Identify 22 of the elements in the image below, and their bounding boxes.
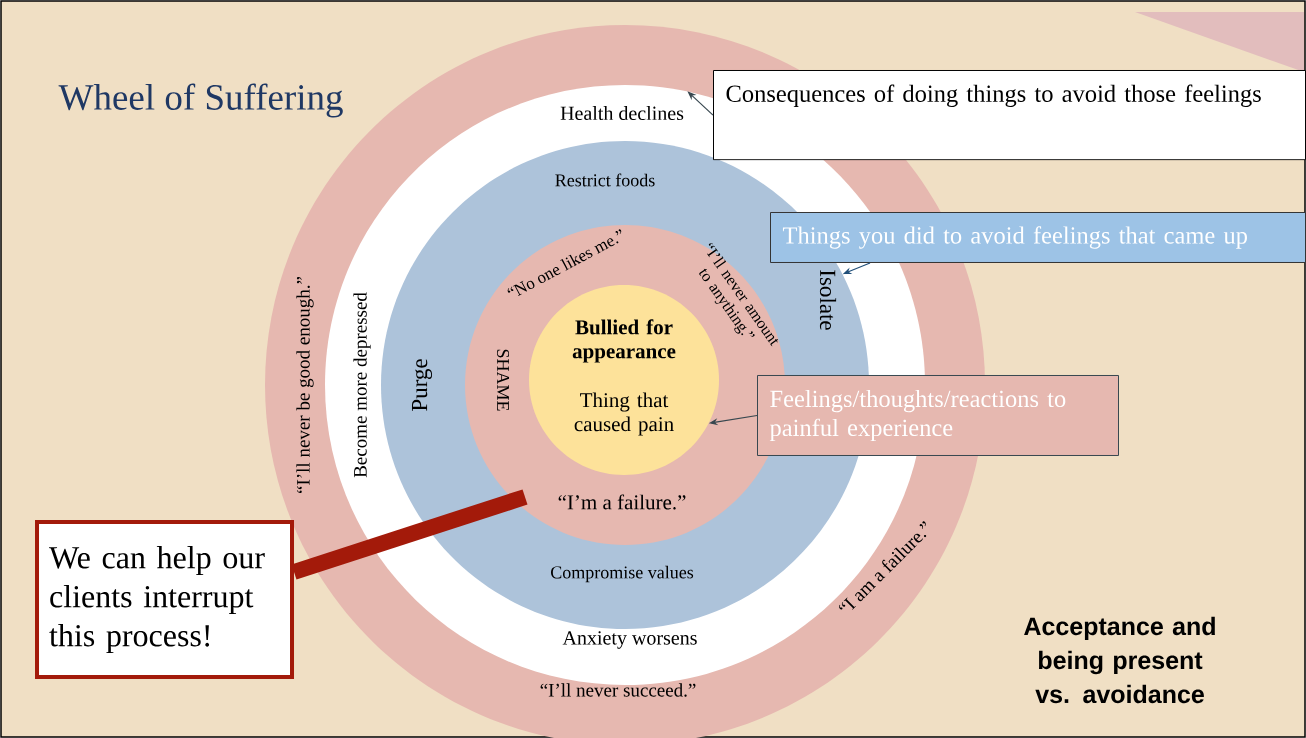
caption-text: Acceptance and being present vs. avoidance bbox=[1024, 616, 1215, 704]
center-label: Thing that caused pain bbox=[574, 392, 674, 436]
ring-label: Become more depressed bbox=[353, 292, 371, 478]
ring-label: Isolate bbox=[819, 270, 837, 330]
callout-box: Feelings/thoughts/reactions to painful experience bbox=[757, 375, 1119, 456]
ring-label: “I’m a failure.” bbox=[558, 494, 686, 510]
callout-box: Consequences of doing things to avoid those feelings bbox=[713, 70, 1306, 161]
connector-bar bbox=[291, 489, 528, 580]
ring-label: SHAME bbox=[496, 349, 510, 411]
callout-box: We can help our clients interrupt this process! bbox=[35, 520, 294, 679]
ring-label: “I’ll never be good enough.” bbox=[296, 276, 314, 494]
ring-label: “No one likes me.” bbox=[507, 229, 622, 296]
ring-label: Purge bbox=[412, 359, 433, 411]
center-label: Bullied for appearance bbox=[572, 319, 676, 363]
callout-box: Things you did to avoid feelings that came up bbox=[770, 212, 1306, 263]
title: Wheel of Suffering bbox=[58, 83, 343, 118]
ring-label: Compromise values bbox=[551, 565, 694, 583]
ring-label: “I’ll never succeed.” bbox=[540, 683, 696, 697]
ring-label: Health declines bbox=[560, 105, 684, 121]
ring-label: Anxiety worsens bbox=[562, 631, 697, 649]
ring-label: Restrict foods bbox=[555, 173, 655, 187]
node-label: Consequences of doing things to avoid those feelings bbox=[726, 84, 1261, 108]
